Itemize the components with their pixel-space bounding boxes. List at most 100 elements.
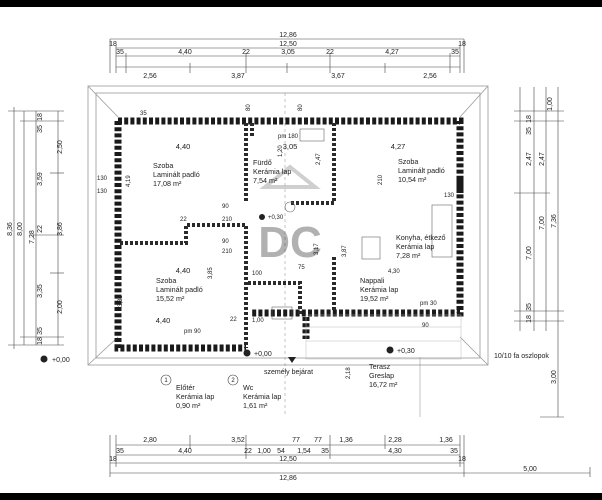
dim-bottom-r2-7: 4,30 — [388, 448, 402, 455]
roof-outline — [87, 85, 489, 417]
room-5-area: 15,52 m² — [156, 294, 185, 303]
inner-label-13: 80 — [246, 104, 252, 111]
legend-1-num: 1 — [164, 378, 168, 384]
inner-dimension-labels: 35 130 130 90 210 90 210 22 3,35 4,19 1,… — [97, 104, 455, 379]
dim-top-r3-0: 35 — [116, 49, 124, 56]
legend-1-floor: Kerámia lap — [176, 392, 214, 401]
level-b: +0,00 — [254, 351, 272, 358]
inner-label-2: 130 — [97, 189, 108, 195]
room-5-floor: Laminált padló — [156, 285, 203, 294]
room-labels: 4,40 Szoba Laminált padló 17,08 m² 3,05 … — [153, 142, 446, 389]
dim-bottom-r2-6: 35 — [321, 448, 329, 455]
legend-2-num: 2 — [231, 378, 235, 384]
dim-bottom-r1-3: 77 — [314, 437, 322, 444]
room-3-area: 10,54 m² — [398, 175, 427, 184]
room-6-area: 19,52 m² — [360, 294, 389, 303]
entrance-label: személy bejárat — [264, 369, 313, 376]
dim-top-r4-0: 2,56 — [143, 73, 157, 80]
left-dimension-chains: 8,36 8,00 7,28 18 35 3,59 22 3,35 35 18 … — [7, 107, 64, 349]
dim-bottom-18-right: 18 — [458, 456, 466, 463]
room-1-name: Szoba — [153, 161, 173, 170]
inner-label-16: 90 — [422, 323, 429, 329]
dim-top-total-inner: 12,50 — [279, 41, 297, 48]
room-1-width: 4,40 — [176, 142, 191, 151]
dim-bottom-r1-6: 1,36 — [439, 437, 453, 444]
legend-1-area: 0,90 m² — [176, 401, 201, 410]
dim-left-a-5: 35 — [37, 327, 44, 335]
dim-top-r3-6: 35 — [451, 49, 459, 56]
dim-bottom-r2-4: 54 — [277, 448, 285, 455]
legend-2-floor: Kerámia lap — [243, 392, 281, 401]
dim-left-a-6: 18 — [37, 337, 44, 345]
room-5-name: Szoba — [156, 276, 176, 285]
level-d: +0,30 — [268, 215, 284, 221]
legend-1-name: Előtér — [176, 383, 195, 392]
watermark-text: DC — [258, 218, 322, 267]
room-4-name: Konyha, étkező — [396, 233, 446, 242]
room-3-width: 4,27 — [391, 142, 406, 151]
inner-label-12: 3,85 — [208, 267, 214, 279]
inner-label-14: 80 — [298, 104, 304, 111]
dim-bottom-r2-2: 22 — [244, 448, 252, 455]
inner-label-5: 90 — [222, 239, 229, 245]
inner-label-24: 2,18 — [346, 367, 352, 379]
dim-bottom-r1-0: 2,80 — [143, 437, 157, 444]
inner-label-20: 75 — [298, 265, 305, 271]
inner-label-21: 130 — [444, 193, 455, 199]
dim-top-r3-1: 4,40 — [178, 49, 192, 56]
dim-left-b-0: 2,50 — [57, 140, 64, 154]
dim-bottom-outer: 12,86 — [279, 475, 297, 482]
dim-bottom-r2-0: 35 — [116, 448, 124, 455]
room-5-width-bottom: 4,40 — [156, 316, 171, 325]
dim-top-18-right: 18 — [458, 41, 466, 48]
dim-bottom-r1-1: 3,52 — [231, 437, 245, 444]
dim-bottom-r2-1: 4,40 — [178, 448, 192, 455]
pm-right: pm 30 — [420, 301, 437, 307]
interior-walls — [120, 123, 336, 348]
post-label: 10/10 fa oszlopok — [494, 353, 549, 360]
dim-bottom-inner: 12,50 — [279, 456, 297, 463]
dim-right-b-0: 2,47 — [539, 152, 546, 166]
dim-right-a-1: 18 — [526, 115, 533, 123]
dim-right-a-2: 35 — [526, 127, 533, 135]
dim-top-r3-3: 3,05 — [281, 49, 295, 56]
dim-left-mid: 7,28 — [29, 230, 36, 244]
room-3-floor: Laminált padló — [398, 166, 445, 175]
inner-label-10: 1,20 — [278, 145, 284, 157]
dim-left-a-2: 3,59 — [37, 172, 44, 186]
inner-label-11: 2,47 — [316, 153, 322, 165]
floor-plan-drawing: 12,86 12,50 18 18 35 4,40 22 3,05 22 4,2… — [7, 32, 591, 482]
room-6-floor: Kerámia lap — [360, 285, 398, 294]
dim-left-a-3: 22 — [37, 225, 44, 233]
room-3-name: Szoba — [398, 157, 418, 166]
dim-bottom-r1-2: 77 — [292, 437, 300, 444]
legend-2-area: 1,61 m² — [243, 401, 268, 410]
dim-top-r3-2: 22 — [242, 49, 250, 56]
inner-label-15: 210 — [378, 174, 384, 185]
terrace-area — [305, 314, 462, 360]
right-dimension-chains: 1,00 18 35 2,47 7,00 35 18 2,47 7,00 7,3… — [514, 87, 564, 418]
room-1-area: 17,08 m² — [153, 179, 182, 188]
dim-top-18-left: 18 — [109, 41, 117, 48]
dim-right-a-6: 18 — [526, 315, 533, 323]
dim-bottom-18-left: 18 — [109, 456, 117, 463]
dim-bottom-r2-8: 35 — [450, 448, 458, 455]
room-7-name: Terasz — [369, 362, 391, 371]
dim-top-r4-3: 2,56 — [423, 73, 437, 80]
room-2-width: 3,05 — [283, 142, 298, 151]
dim-left-inner: 8,00 — [17, 222, 24, 236]
dim-right-a-3: 2,47 — [526, 152, 533, 166]
dim-bottom-r2-5: 1,54 — [297, 448, 311, 455]
dim-right-a-5: 35 — [526, 303, 533, 311]
inner-label-9: 4,19 — [126, 175, 132, 187]
dim-top-r3-4: 22 — [326, 49, 334, 56]
inner-label-0: 35 — [140, 111, 147, 117]
inner-label-6: 210 — [222, 249, 233, 255]
room-5-width: 4,40 — [176, 266, 191, 275]
room-2-floor: Kerámia lap — [253, 167, 291, 176]
dim-bottom-right-extra: 5,00 — [523, 466, 537, 473]
room-1-floor: Laminált padló — [153, 170, 200, 179]
inner-label-3: 90 — [222, 204, 229, 210]
inner-label-17: 22 — [230, 317, 237, 323]
legend-2-name: Wc — [243, 383, 254, 392]
